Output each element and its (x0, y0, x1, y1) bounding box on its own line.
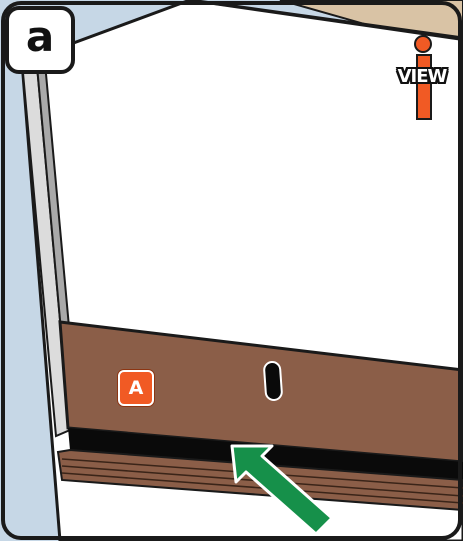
wood-base (58, 320, 463, 464)
panel-top-edge (199, 1, 463, 41)
slot-hole (263, 361, 283, 401)
view-label: VIEW (397, 66, 448, 87)
direction-arrow (230, 444, 334, 536)
part-tag-a: A (118, 370, 154, 406)
view-person-icon (414, 35, 432, 120)
step-label: a (5, 6, 75, 74)
